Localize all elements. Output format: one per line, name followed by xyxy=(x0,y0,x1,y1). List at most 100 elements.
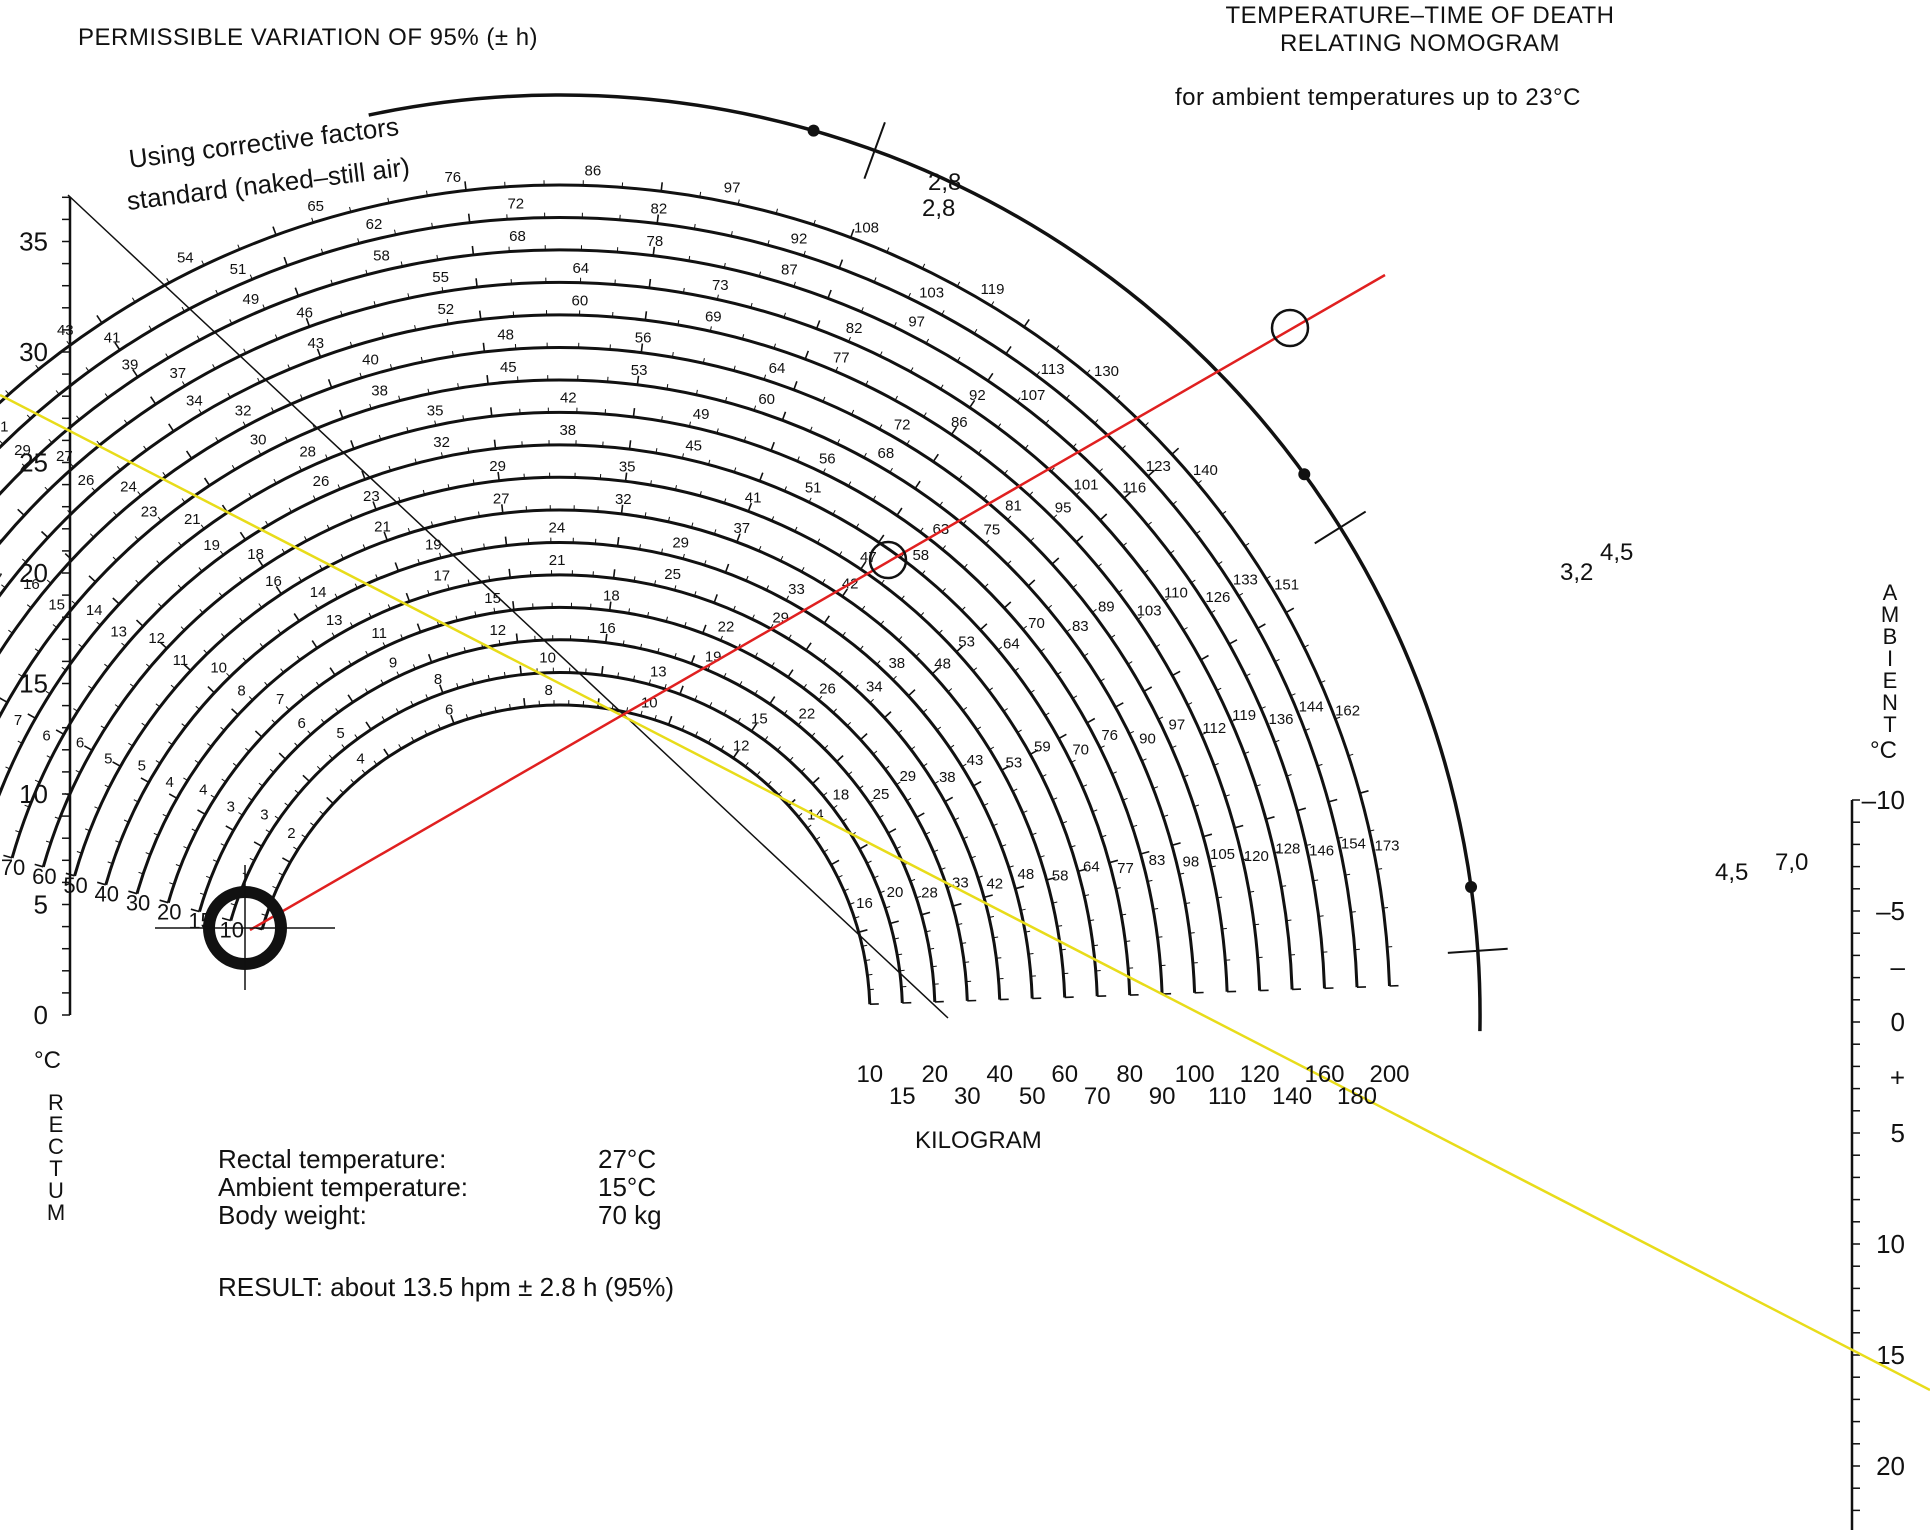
hour-number: 68 xyxy=(878,445,895,462)
hour-number: 64 xyxy=(769,360,786,377)
hour-tick xyxy=(1075,491,1081,496)
hour-tick xyxy=(784,486,787,492)
hour-tick xyxy=(1242,858,1248,861)
hour-tick xyxy=(373,301,376,307)
hour-tick xyxy=(45,690,51,695)
hour-tick xyxy=(1171,670,1181,677)
weight-label: 200 xyxy=(1369,1061,1409,1088)
hour-tick xyxy=(141,722,147,727)
hour-number: 22 xyxy=(799,705,816,722)
hour-tick xyxy=(258,450,262,456)
hour-tick xyxy=(934,780,939,785)
hour-tick xyxy=(747,502,753,512)
hour-tick xyxy=(400,634,404,640)
hour-tick xyxy=(8,629,13,634)
yellow-line xyxy=(0,393,1930,1392)
hour-tick xyxy=(1171,745,1177,749)
hour-tick xyxy=(287,364,291,370)
hour-tick xyxy=(897,953,903,956)
hour-tick xyxy=(515,633,519,643)
hour-tick xyxy=(793,281,796,287)
hour-tick xyxy=(952,902,962,907)
weight-label: 180 xyxy=(1337,1083,1377,1110)
hour-tick xyxy=(855,523,860,529)
variation-label: 4,5 xyxy=(1600,539,1633,566)
hour-tick xyxy=(851,409,855,415)
hour-number: 53 xyxy=(631,362,648,379)
hour-number: 49 xyxy=(693,406,710,423)
hour-tick xyxy=(892,675,897,681)
hour-number: 58 xyxy=(1052,867,1069,884)
hour-tick xyxy=(674,585,677,591)
weight-label: 140 xyxy=(1272,1083,1312,1110)
hour-tick xyxy=(372,501,377,511)
hour-tick xyxy=(427,589,430,596)
hour-tick xyxy=(450,714,455,724)
hour-tick xyxy=(720,745,725,751)
hour-tick xyxy=(1155,644,1161,648)
hour-tick xyxy=(422,489,425,496)
hour-tick xyxy=(633,675,636,681)
hour-tick xyxy=(1195,530,1201,535)
hour-tick xyxy=(1328,798,1338,803)
hour-tick xyxy=(239,576,243,582)
hour-tick xyxy=(842,818,847,822)
hour-tick xyxy=(1047,604,1053,609)
hour-tick xyxy=(197,809,206,815)
hour-tick xyxy=(494,706,497,712)
hour-tick xyxy=(1254,923,1260,926)
hour-tick xyxy=(879,351,883,357)
hour-number: 18 xyxy=(833,786,850,803)
hour-tick xyxy=(465,714,469,720)
hour-tick xyxy=(1179,872,1185,875)
hour-number: 29 xyxy=(899,768,916,785)
hour-number: 35 xyxy=(427,402,444,419)
hour-number: 6 xyxy=(298,715,306,732)
hour-tick xyxy=(796,456,800,462)
hour-tick xyxy=(922,263,926,269)
hour-tick xyxy=(52,624,58,628)
hour-tick xyxy=(218,592,223,598)
hour-tick xyxy=(311,217,314,223)
hour-number: 11 xyxy=(371,625,387,642)
hour-number: 72 xyxy=(507,196,524,213)
hour-tick xyxy=(821,578,826,584)
hour-tick xyxy=(452,351,454,357)
hour-number: 49 xyxy=(243,291,260,308)
hour-tick xyxy=(861,605,866,611)
hour-tick xyxy=(1122,542,1127,547)
hour-tick xyxy=(873,875,879,879)
hour-number: 7 xyxy=(276,691,284,708)
hour-tick xyxy=(341,744,346,749)
hour-number: 10 xyxy=(539,650,556,667)
hour-tick xyxy=(933,849,939,853)
hour-tick xyxy=(848,336,851,342)
hour-tick xyxy=(1157,936,1163,938)
hour-tick xyxy=(745,575,749,581)
hour-tick xyxy=(775,208,778,214)
hour-tick xyxy=(878,814,884,819)
rectum-tick-label: 0 xyxy=(34,1000,48,1030)
hour-tick xyxy=(114,342,121,351)
hour-tick xyxy=(475,278,478,288)
hour-tick xyxy=(907,292,911,298)
hour-tick xyxy=(1003,708,1008,712)
hour-number: 53 xyxy=(958,633,975,650)
hour-tick xyxy=(245,747,250,752)
hour-tick xyxy=(654,714,657,720)
hour-number: 31 xyxy=(0,419,8,436)
hour-tick xyxy=(940,384,944,390)
hour-tick xyxy=(842,631,846,637)
hour-tick xyxy=(648,278,652,289)
hour-tick xyxy=(1144,422,1149,427)
hour-tick xyxy=(1369,829,1375,832)
hour-tick xyxy=(815,836,821,841)
hour-tick xyxy=(162,813,168,818)
hour-tick xyxy=(648,679,651,685)
hour-tick xyxy=(96,440,101,446)
variation-divider xyxy=(1314,510,1367,545)
hour-tick xyxy=(175,864,181,867)
hour-tick xyxy=(277,629,282,634)
hour-tick xyxy=(1303,644,1309,648)
hour-tick xyxy=(884,765,890,770)
